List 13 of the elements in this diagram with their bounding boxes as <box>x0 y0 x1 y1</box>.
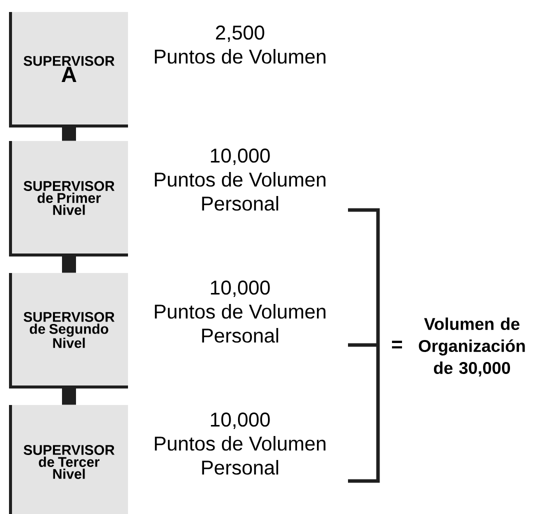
connector-bar <box>62 387 76 405</box>
connector-bar <box>62 255 76 273</box>
connector-bar <box>62 126 76 141</box>
supervisor-box: SUPERVISOR de Segundo Nivel <box>9 273 128 388</box>
volume-text: 2,500 Puntos de Volumen <box>154 26 326 64</box>
volume-text: 10,000 Puntos de Volumen Personal <box>154 280 326 343</box>
volume-text: 10,000 Puntos de Volumen Personal <box>154 412 326 475</box>
supervisor-box: SUPERVISOR de Primer Nivel <box>9 141 128 256</box>
supervisor-box: SUPERVISOR A <box>9 12 128 128</box>
equals-sign: = <box>392 340 402 348</box>
volume-text: 10,000 Puntos de Volumen Personal <box>154 148 326 211</box>
supervisor-box: SUPERVISOR de Tercer Nivel <box>9 405 128 514</box>
total-text: Volumen de Organización de 30,000 <box>418 318 525 376</box>
